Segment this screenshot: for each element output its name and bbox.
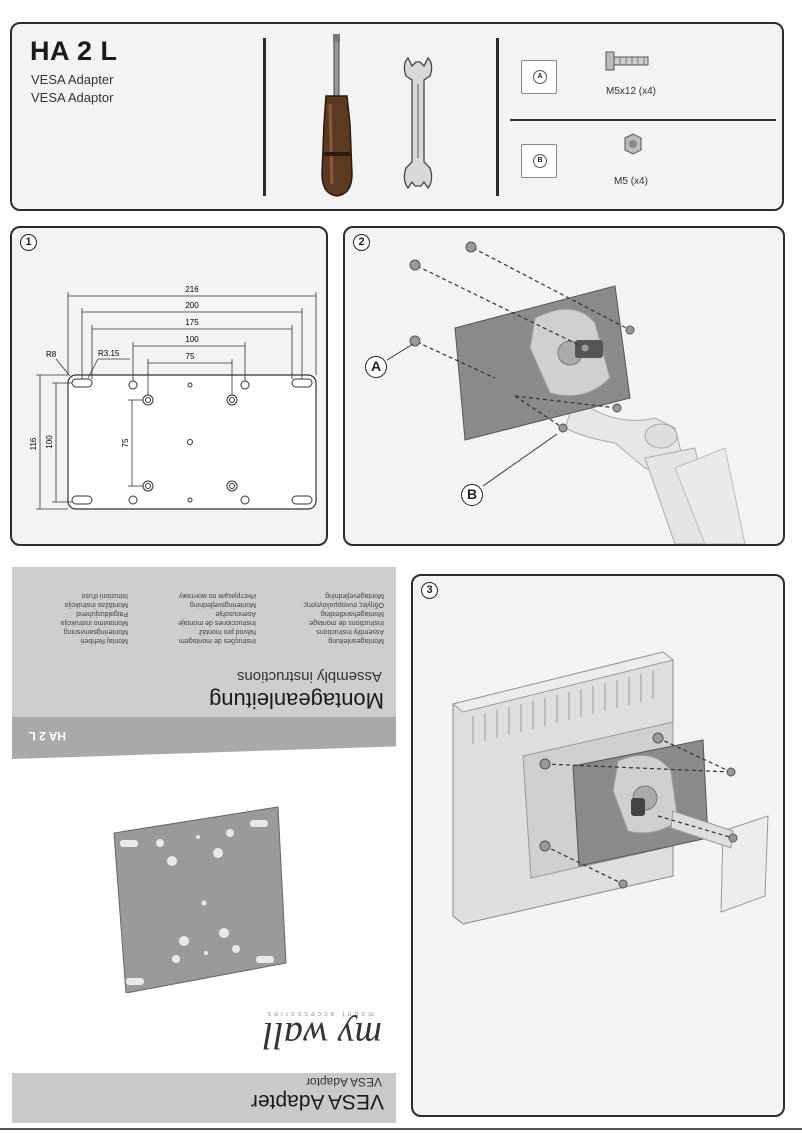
assembly-illustration-step2 bbox=[386, 241, 746, 544]
dim-r8: R8 bbox=[46, 350, 57, 359]
step-number: 2 bbox=[353, 234, 370, 251]
nut-icon bbox=[624, 133, 642, 155]
dim-r315: R3.15 bbox=[98, 349, 120, 358]
back-cover-upside-down: VESA Adapter VESA Adaptor my wall mount … bbox=[12, 567, 396, 1123]
dim-216: 216 bbox=[185, 285, 199, 294]
part-caption-b: M5 (x4) bbox=[614, 176, 648, 187]
bag-label: B bbox=[533, 154, 547, 168]
model-title: HA 2 L bbox=[30, 36, 118, 66]
bag-b: B bbox=[521, 144, 557, 178]
step3-panel: 3 bbox=[411, 574, 785, 1117]
step1-panel: 1 bbox=[10, 226, 328, 546]
dim-75-h: 75 bbox=[186, 352, 195, 361]
dim-175: 175 bbox=[185, 318, 199, 327]
cover-title: Montageanleitung bbox=[209, 688, 384, 713]
wrench-icon bbox=[403, 56, 433, 190]
dim-100-h: 100 bbox=[185, 335, 199, 344]
brand-logo: my wall bbox=[262, 1014, 382, 1056]
screwdriver-icon bbox=[321, 34, 353, 197]
cover-subtitle: Assembly instructions bbox=[236, 668, 382, 685]
bag-a: A bbox=[521, 60, 557, 94]
brand-tagline: mount accessories bbox=[264, 1010, 374, 1017]
header-panel: HA 2 L VESA Adapter VESA Adaptor A M5x12… bbox=[10, 22, 784, 211]
subtitle-de: VESA Adapter bbox=[31, 72, 114, 87]
bottom-rule bbox=[0, 1128, 802, 1130]
cover-band bbox=[12, 717, 396, 759]
divider bbox=[496, 38, 499, 196]
dim-116: 116 bbox=[29, 437, 38, 450]
cover-foot-title: VESA Adapter bbox=[250, 1090, 384, 1113]
dimension-drawing: 216 200 175 100 75 R8 R3.15 116 100 75 bbox=[29, 285, 317, 510]
dim-200: 200 bbox=[185, 301, 199, 310]
dim-75-v: 75 bbox=[121, 438, 130, 447]
cover-model: HA 2 L bbox=[28, 729, 66, 743]
part-caption-a: M5x12 (x4) bbox=[605, 86, 656, 97]
screw-icon bbox=[605, 51, 649, 71]
step-number: 1 bbox=[20, 234, 37, 251]
step-number: 3 bbox=[421, 582, 438, 599]
step2-panel: 2 A B bbox=[343, 226, 785, 546]
bag-label: A bbox=[533, 70, 547, 84]
divider bbox=[263, 38, 266, 196]
callout-a: A bbox=[365, 356, 387, 378]
dim-100-v: 100 bbox=[45, 435, 54, 449]
assembly-illustration-step3 bbox=[451, 651, 769, 925]
callout-b: B bbox=[461, 484, 483, 506]
cover-foot-sub: VESA Adaptor bbox=[305, 1075, 382, 1089]
divider bbox=[510, 119, 776, 121]
adapter-plate-photo bbox=[113, 806, 287, 993]
subtitle-en: VESA Adaptor bbox=[31, 90, 114, 105]
